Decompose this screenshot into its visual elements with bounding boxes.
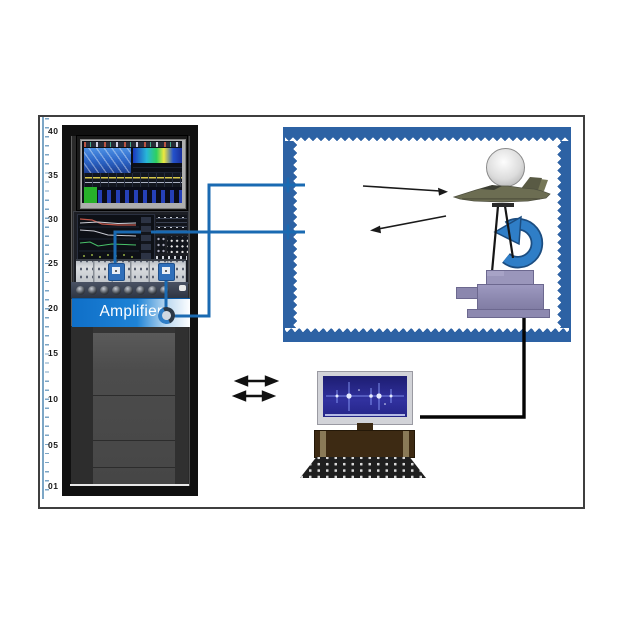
- case-trim: [403, 431, 409, 457]
- waterfall-display: [84, 148, 131, 173]
- knob: [75, 285, 85, 295]
- rf-port-transmit: [158, 263, 175, 281]
- knob: [159, 285, 169, 295]
- channel-meter-band: [84, 187, 182, 203]
- knob: [87, 285, 97, 295]
- display-readout-panel: [156, 215, 187, 233]
- knob: [111, 285, 121, 295]
- cabinet-seam: [93, 440, 175, 441]
- ruler-ticks: [45, 118, 49, 498]
- control-computer-icon: [317, 371, 413, 425]
- keyboard-icon: [300, 457, 426, 478]
- ruler-label: 20: [48, 303, 59, 313]
- ruler-label: 05: [48, 440, 59, 450]
- waveform-band: [84, 173, 182, 187]
- case-trim: [320, 431, 326, 457]
- absorber-teeth-top: [285, 129, 569, 141]
- rack-cabinet: [71, 326, 188, 484]
- amplifier-label: Amplifier: [99, 303, 163, 320]
- trace-rows: [133, 163, 182, 173]
- cabinet-center-panel: [93, 333, 175, 484]
- knob: [135, 285, 145, 295]
- green-status-block: [84, 187, 97, 203]
- numeric-keypad: [167, 236, 188, 253]
- monitor-stand: [357, 423, 373, 431]
- desktop-case: [314, 430, 415, 458]
- cabinet-right-panel: [175, 326, 188, 484]
- spectrum-analyzer-toolbar: [84, 142, 180, 147]
- knob-row: [71, 282, 188, 299]
- absorber-teeth-bottom: [285, 328, 569, 340]
- absorber-teeth-left: [285, 141, 297, 328]
- spectrogram-display: [133, 148, 182, 163]
- cabinet-seam: [93, 395, 175, 396]
- ruler-label: 10: [48, 394, 59, 404]
- rf-port-receive: [108, 263, 125, 281]
- positioner-side-tab: [456, 287, 479, 299]
- knob: [123, 285, 133, 295]
- ruler-label: 01: [48, 481, 59, 491]
- target-aircraft-icon: [450, 174, 554, 215]
- button-stack: [156, 236, 165, 253]
- ruler-label: 30: [48, 214, 59, 224]
- rack-base-trim: [70, 484, 189, 486]
- cabinet-seam: [93, 467, 175, 468]
- knob: [147, 285, 157, 295]
- blue-meter-bars: [98, 190, 182, 203]
- ruler-label: 40: [48, 126, 59, 136]
- knob: [99, 285, 109, 295]
- ruler-label: 25: [48, 258, 59, 268]
- ruler-label: 35: [48, 170, 59, 180]
- positioner-body: [477, 284, 544, 312]
- ruler-line: [42, 117, 44, 499]
- monitor-screen: [323, 376, 407, 417]
- positioner-base: [467, 309, 550, 318]
- absorber-teeth-right: [557, 141, 569, 328]
- cabinet-left-panel: [71, 326, 93, 484]
- calibration-sphere-icon: [486, 148, 525, 187]
- softkey-column: [141, 217, 151, 259]
- power-led: [179, 285, 186, 291]
- amplifier: Amplifier: [72, 298, 190, 327]
- ruler-label: 15: [48, 348, 59, 358]
